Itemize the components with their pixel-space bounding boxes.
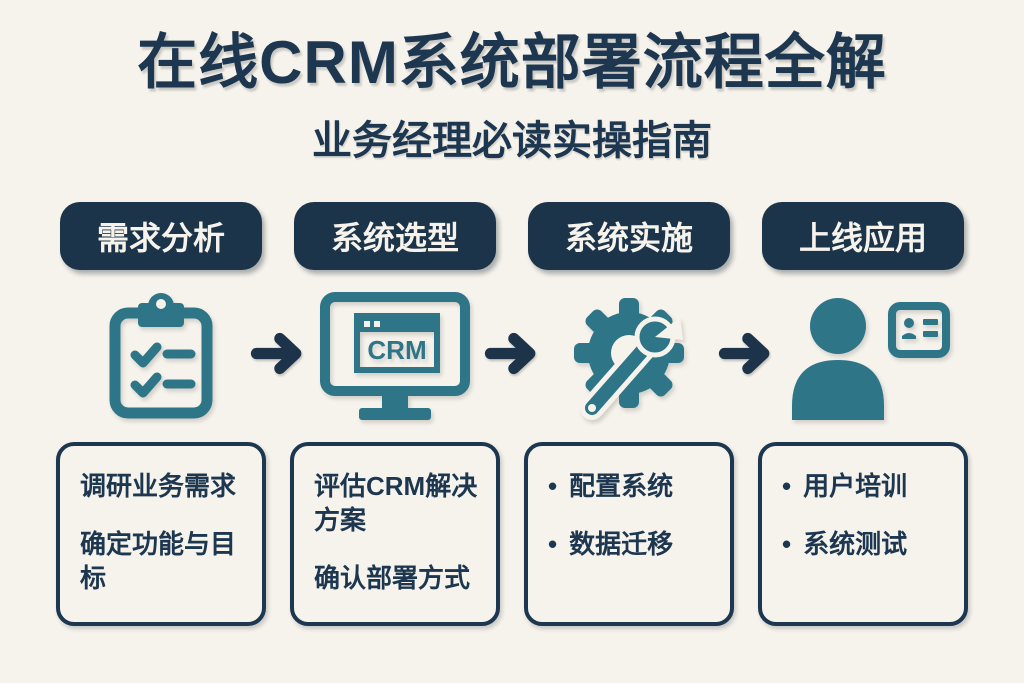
stage-badge-selection: 系统选型 [294,202,496,270]
arrow-right-icon [717,332,775,381]
stage-details-row: 调研业务需求 确定功能与目标 评估CRM解决方案 确认部署方式 • 配置系统 •… [0,442,1024,626]
page-title: 在线CRM系统部署流程全解 [137,29,887,96]
detail-box-implementation: • 配置系统 • 数据迁移 [524,442,734,626]
detail-box-selection: 评估CRM解决方案 确认部署方式 [290,442,500,626]
detail-item-text: 数据迁移 [569,528,674,559]
page-subtitle: 业务经理必读实操指南 [312,119,712,163]
stage-badges-row: 需求分析 系统选型 系统实施 上线应用 [0,202,1024,270]
detail-item-text: 配置系统 [569,471,674,501]
detail-item-text: 用户培训 [803,471,908,501]
detail-item-text: 调研业务需求 [80,471,237,501]
detail-item: • 系统测试 [782,528,948,562]
arrow-right-icon [483,332,541,381]
crm-monitor-label: CRM [367,335,426,365]
detail-item: 确认部署方式 [314,562,480,596]
detail-item: • 数据迁移 [548,528,714,562]
bullet-marker: • [548,471,558,501]
detail-item: 调研业务需求 [80,470,246,504]
bullet-marker: • [782,471,792,501]
user-idcard-icon [758,288,968,424]
detail-item-text: 确定功能与目标 [80,528,237,593]
detail-item: • 用户培训 [782,470,948,504]
bullet-marker: • [548,528,558,559]
detail-item: • 配置系统 [548,470,714,504]
stage-badge-golive: 上线应用 [762,202,964,270]
crm-monitor-icon: CRM [290,288,500,424]
detail-item-text: 确认部署方式 [314,562,471,593]
stage-icons-row: CRM [0,288,1024,424]
stage-badge-requirements: 需求分析 [60,202,262,270]
stage-badge-implementation: 系统实施 [528,202,730,270]
bullet-marker: • [782,528,792,559]
gear-wrench-icon [524,288,734,424]
detail-item-text: 评估CRM解决方案 [314,471,478,535]
detail-item: 评估CRM解决方案 [314,470,480,538]
detail-item-text: 系统测试 [803,528,908,559]
arrow-right-icon [249,332,307,381]
clipboard-checklist-icon [56,288,266,424]
detail-box-golive: • 用户培训 • 系统测试 [758,442,968,626]
detail-item: 确定功能与目标 [80,528,246,596]
detail-box-requirements: 调研业务需求 确定功能与目标 [56,442,266,626]
